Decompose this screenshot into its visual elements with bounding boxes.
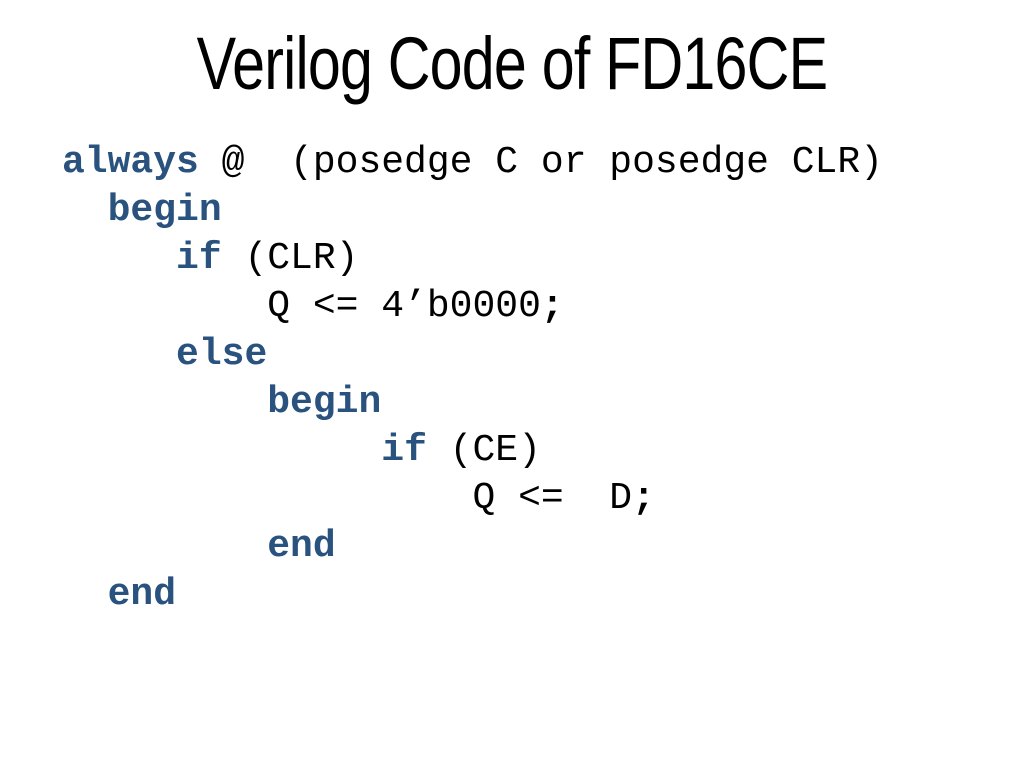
code-segment-plain: (CE)	[426, 429, 541, 472]
code-segment-keyword: if	[176, 237, 222, 280]
verilog-code-block: always @ (posedge C or posedge CLR) begi…	[62, 139, 883, 619]
code-line-2: begin	[62, 187, 883, 235]
code-segment-punct: ;	[540, 285, 564, 328]
code-line-10: end	[62, 571, 883, 619]
code-segment-plain: @ (posedge C or posedge CLR)	[198, 141, 883, 184]
code-line-4: Q <= 4’b0000;	[62, 283, 883, 331]
code-segment-plain	[62, 573, 108, 616]
code-line-1: always @ (posedge C or posedge CLR)	[62, 139, 883, 187]
code-segment-keyword: end	[267, 525, 336, 568]
code-segment-plain	[62, 525, 267, 568]
code-segment-plain: Q <= 4’b0000	[62, 285, 541, 328]
code-segment-keyword: else	[176, 333, 268, 376]
code-line-5: else	[62, 331, 883, 379]
code-line-3: if (CLR)	[62, 235, 883, 283]
code-segment-punct: ;	[632, 477, 655, 520]
code-segment-plain	[62, 429, 381, 472]
code-segment-plain	[62, 237, 176, 280]
code-line-7: if (CE)	[62, 427, 883, 475]
code-line-6: begin	[62, 379, 883, 427]
code-segment-keyword: always	[62, 141, 199, 184]
slide-title: Verilog Code of FD16CE	[196, 22, 828, 105]
code-segment-plain	[62, 189, 108, 232]
code-segment-keyword: end	[107, 573, 177, 616]
code-line-9: end	[62, 523, 883, 571]
code-segment-keyword: if	[381, 429, 427, 472]
code-segment-keyword: begin	[107, 189, 222, 232]
code-segment-plain: (CLR)	[221, 237, 359, 280]
code-segment-plain	[62, 333, 176, 376]
code-segment-keyword: begin	[267, 381, 382, 424]
code-line-8: Q <= D;	[62, 475, 883, 523]
code-segment-plain: Q <= D	[62, 477, 633, 520]
code-segment-plain	[62, 381, 267, 424]
